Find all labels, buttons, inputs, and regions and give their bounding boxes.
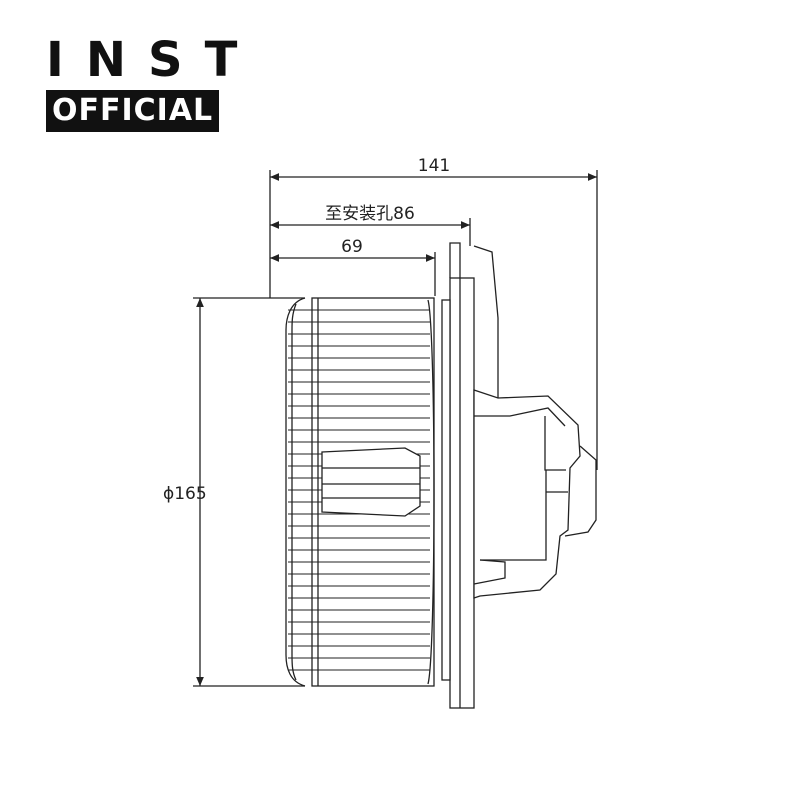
dim-overall-length: 141 [418, 156, 450, 176]
brand-tag: OFFICIAL [46, 90, 220, 132]
brand-name: INST [46, 32, 260, 88]
dim-diameter: ϕ165 [163, 484, 207, 504]
dim-wheel-width: 69 [341, 237, 363, 257]
motor-body [473, 389, 597, 599]
brand-logo: INST OFFICIAL [46, 34, 259, 132]
blower-wheel [285, 297, 435, 687]
dimension-lines [193, 170, 598, 687]
mounting-flange [441, 242, 499, 709]
dim-to-mounting-hole: 至安装孔86 [325, 204, 415, 224]
